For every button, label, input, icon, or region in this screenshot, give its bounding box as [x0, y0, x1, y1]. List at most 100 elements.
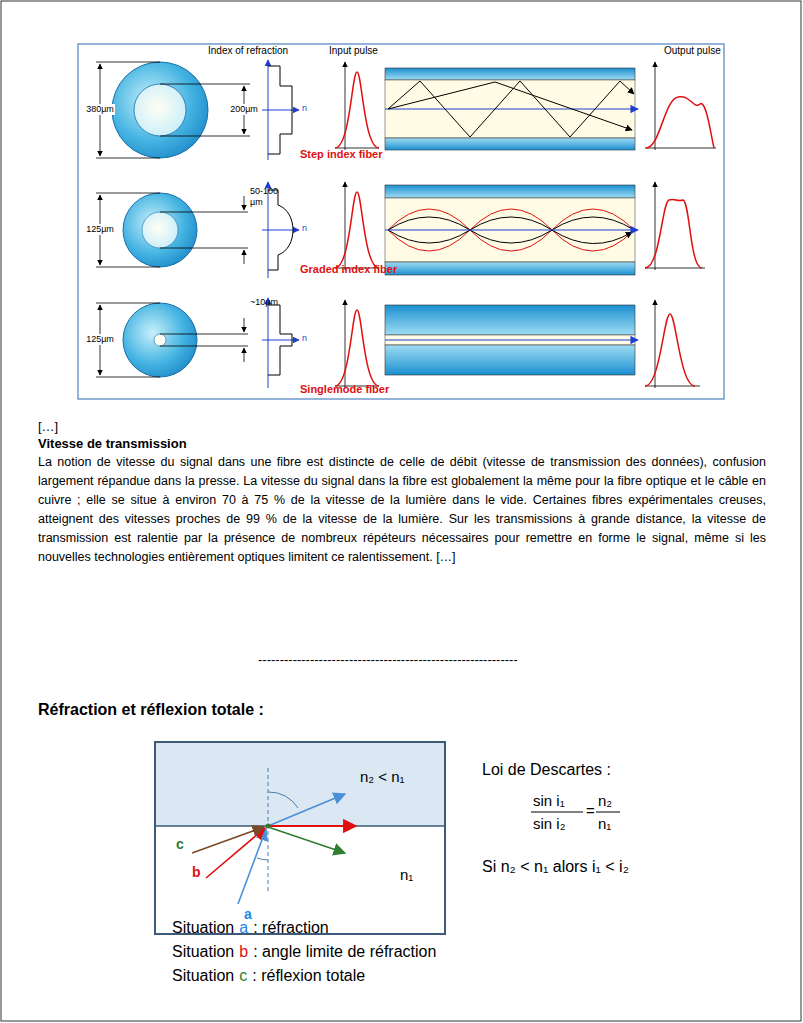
fraction-bar	[596, 812, 620, 813]
illustration-part	[160, 212, 248, 213]
illustration-part	[345, 182, 346, 270]
illustration-part	[155, 825, 445, 827]
graded-index-row	[96, 182, 705, 278]
illustration-part	[206, 828, 265, 878]
fiber-name: Step index fiber	[300, 148, 383, 161]
fraction-bar	[531, 812, 583, 813]
situation-text: Situation	[172, 966, 234, 985]
illustration-part	[96, 62, 160, 63]
illustration-part	[385, 345, 635, 375]
formula-term: n₂	[598, 792, 612, 810]
dimension: 125µm	[85, 224, 115, 235]
dimension: 380µm	[85, 104, 115, 115]
ray-letter: b	[192, 864, 201, 881]
law-title: Loi de Descartes :	[482, 760, 611, 779]
illustration-part	[385, 138, 635, 150]
fiber-name: Singlemode fiber	[300, 383, 389, 396]
illustration-part	[646, 97, 714, 148]
illustration-part	[123, 303, 197, 377]
illustration-part	[385, 108, 638, 109]
illustration-part	[655, 62, 656, 150]
axis-label: n	[302, 103, 307, 114]
illustration-part	[268, 190, 293, 270]
illustration-part	[160, 248, 248, 249]
formula-term: n₁	[598, 815, 611, 833]
situation-text: : réfraction	[253, 918, 329, 937]
illustration-part	[262, 110, 299, 111]
illustration-part	[154, 334, 166, 346]
illustration-part	[266, 824, 271, 829]
illustration-part	[268, 827, 345, 853]
illustration-part	[345, 300, 346, 388]
illustration-part	[257, 858, 268, 860]
illustration-part	[96, 267, 160, 268]
illustration-part	[385, 262, 635, 275]
illustration-part	[96, 303, 160, 304]
illustration-part	[388, 81, 634, 137]
illustration-part	[262, 340, 299, 341]
axis-title: Index of refraction	[208, 45, 288, 57]
illustration-part	[96, 377, 160, 378]
ray-letter: c	[176, 836, 184, 853]
section-heading: Réfraction et réflexion totale :	[38, 700, 264, 719]
illustration-part	[134, 84, 186, 136]
dimension: 125µm	[85, 334, 115, 345]
refraction-figure	[155, 742, 445, 934]
formula-term: =	[586, 802, 595, 820]
formula-term: sin i₂	[533, 815, 566, 833]
section-heading: Vitesse de transmission	[38, 436, 187, 452]
illustration-part	[160, 84, 250, 85]
situation-letter: a	[239, 918, 248, 937]
illustration-part	[268, 66, 292, 154]
illustration-part	[388, 82, 632, 130]
illustration-part	[645, 314, 695, 386]
dimension: 50-100 µm	[250, 186, 284, 208]
illustration-part	[385, 68, 635, 80]
illustration-part	[192, 827, 264, 853]
axis-label: n	[302, 333, 307, 344]
illustration-part	[335, 310, 379, 386]
medium-label: n₁	[400, 866, 413, 884]
dimension: 200µm	[229, 104, 259, 115]
illustration-part	[155, 742, 445, 934]
illustration-part	[645, 148, 716, 149]
illustration-part	[155, 826, 445, 934]
illustration-part	[385, 339, 638, 340]
illustration-part	[268, 768, 269, 892]
axis-title: Output pulse	[664, 45, 721, 57]
situation-text: : réflexion totale	[252, 966, 365, 985]
illustration-part	[268, 794, 345, 826]
body-paragraph: La notion de vitesse du signal dans une …	[38, 453, 766, 567]
axis-title: Input pulse	[329, 45, 378, 57]
situation-letter: b	[239, 942, 248, 961]
illustration-part	[385, 185, 635, 198]
illustration-part	[96, 193, 160, 194]
illustration-part	[96, 158, 160, 159]
illustration-part	[160, 334, 248, 335]
figure-frame	[78, 44, 724, 399]
illustration-part	[244, 196, 245, 210]
separator: ----------------------------------------…	[258, 652, 518, 668]
illustration-part	[268, 305, 292, 375]
illustration-part	[385, 229, 638, 230]
illustration-part	[244, 348, 245, 362]
situation-text: : angle limite de réfraction	[253, 942, 436, 961]
fiber-name: Graded index fiber	[300, 263, 397, 276]
illustration-part	[244, 250, 245, 264]
situation-text: Situation	[172, 918, 234, 937]
formula-note: Si n₂ < n₁ alors i₁ < i₂	[482, 857, 629, 876]
situation-text: Situation	[172, 942, 234, 961]
illustration-part	[244, 318, 245, 332]
illustration-part	[268, 792, 298, 808]
situation-letter: c	[239, 966, 247, 985]
illustration-part	[268, 825, 356, 827]
illustration-part	[335, 192, 379, 268]
illustration-part	[155, 742, 445, 826]
axis-label: n	[302, 223, 307, 234]
medium-label: n₂ < n₁	[360, 768, 405, 786]
formula-term: sin i₁	[533, 792, 565, 810]
illustration-part	[142, 212, 178, 248]
illustration-part	[345, 62, 346, 150]
